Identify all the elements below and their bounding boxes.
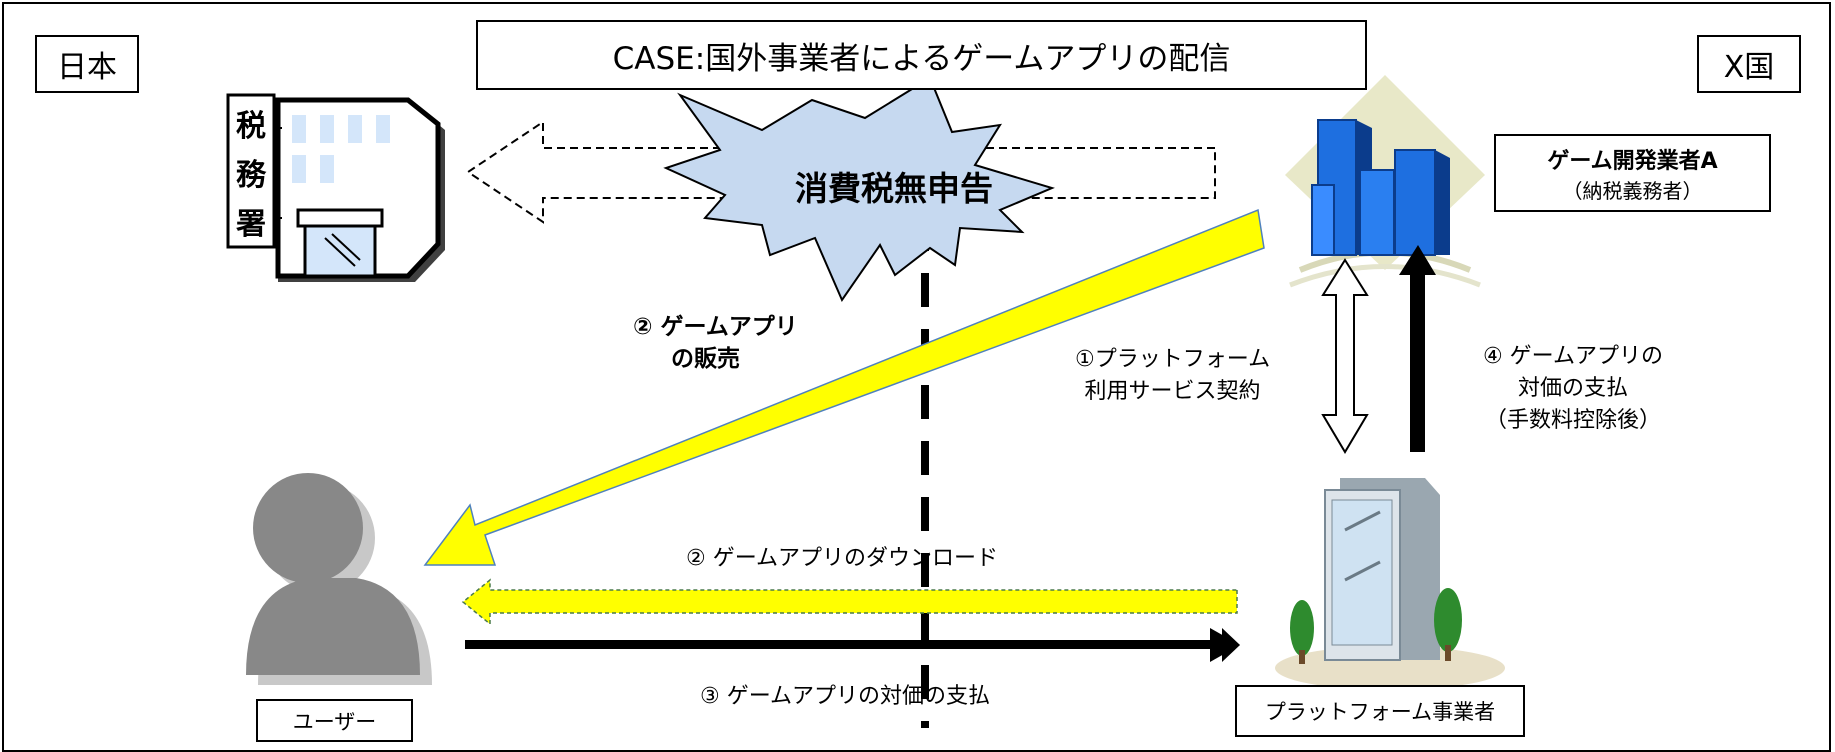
tax-office-char-1: 税 — [236, 108, 266, 144]
contract-label-line-2: 利用サービス契約 — [1084, 379, 1261, 404]
platform-label: プラットフォーム事業者 — [1264, 700, 1496, 724]
region-label-japan: 日本 — [35, 35, 139, 93]
sale-label-line-2: の販売 — [671, 346, 740, 372]
sale-label: ② ゲームアプリ の販売 — [633, 311, 798, 375]
download-label: ② ゲームアプリのダウンロード — [686, 546, 999, 571]
tax-office-char-3: 署 — [236, 207, 266, 243]
download-arrow — [461, 578, 1238, 626]
tax-office-label: 税 務 署 — [228, 98, 274, 246]
tax-office-building — [226, 93, 445, 282]
user-label-box: ユーザー — [256, 699, 413, 742]
platform-label-box: プラットフォーム事業者 — [1235, 685, 1525, 737]
developer-note: （納税義務者） — [1562, 178, 1703, 203]
platform-building — [1275, 478, 1505, 690]
sale-label-line-1: ② ゲームアプリ — [633, 314, 798, 340]
contract-double-arrow — [1321, 258, 1369, 454]
sale-arrow — [423, 208, 1265, 566]
dev-payment-arrow — [1399, 245, 1436, 452]
user-label: ユーザー — [292, 709, 377, 734]
dev-payment-label: ④ ゲームアプリの 対価の支払 （手数料控除後） — [1453, 341, 1693, 437]
user-person-icon — [246, 473, 432, 685]
developer-name: ゲーム開発業者A — [1547, 148, 1718, 174]
user-payment-label: ③ ゲームアプリの対価の支払 — [700, 684, 991, 709]
developer-box: ゲーム開発業者A （納税義務者） — [1494, 134, 1771, 212]
burst-label: 消費税無申告 — [795, 169, 993, 208]
user-payment-arrow — [465, 628, 1240, 662]
dev-payment-line-1: ④ ゲームアプリの — [1482, 344, 1664, 369]
region-x-text: X国 — [1723, 50, 1775, 85]
region-japan-text: 日本 — [57, 50, 117, 85]
contract-label-line-1: ①プラットフォーム — [1075, 347, 1271, 372]
case-title-box: CASE:国外事業者によるゲームアプリの配信 — [476, 20, 1367, 90]
contract-label: ①プラットフォーム 利用サービス契約 — [1075, 344, 1270, 408]
tax-office-char-2: 務 — [236, 157, 266, 193]
region-label-x-country: X国 — [1697, 35, 1801, 93]
dev-payment-line-2: 対価の支払 — [1517, 376, 1628, 401]
dev-payment-line-3: （手数料控除後） — [1484, 408, 1661, 433]
developer-building — [1285, 75, 1485, 288]
case-title: CASE:国外事業者によるゲームアプリの配信 — [612, 40, 1231, 77]
